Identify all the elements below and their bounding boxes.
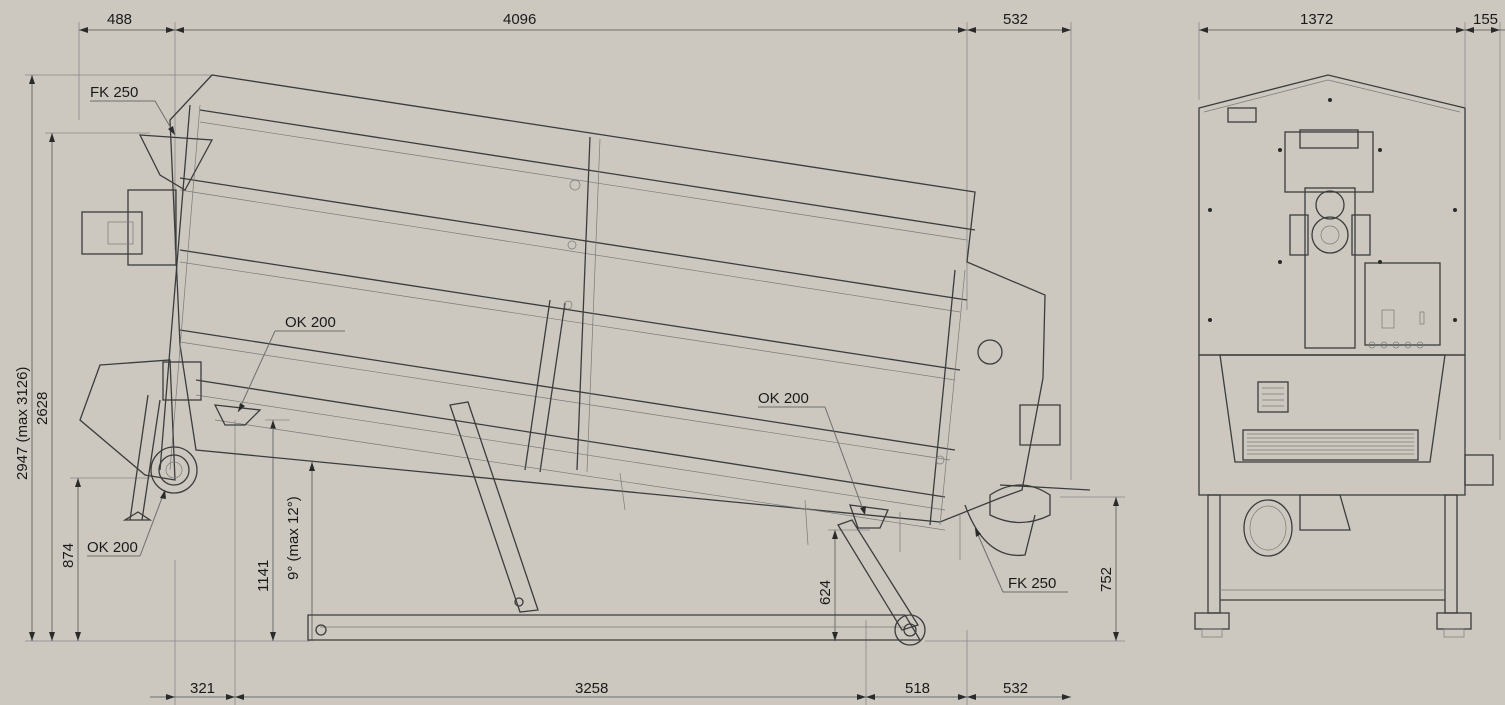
dim-end-1372: 1372 (1300, 11, 1333, 28)
dim-angle: 9° (max 12°) (285, 496, 302, 580)
dim-top-488: 488 (107, 11, 132, 28)
dim-top-4096: 4096 (503, 11, 536, 28)
left-dimension-chain: 2947 (max 3126) 2628 874 (14, 74, 310, 642)
label-ok200-right: OK 200 (758, 390, 809, 407)
dim-right-752: 752 (1098, 567, 1115, 592)
dim-overall-height: 2947 (max 3126) (14, 367, 31, 480)
dim-inner-height: 2628 (34, 392, 51, 425)
side-view-machine (79, 74, 1091, 646)
dim-end-155: 155 (1473, 11, 1498, 28)
dim-bottom-321: 321 (190, 680, 215, 697)
dim-leg-624: 624 (817, 580, 834, 605)
label-fk250-right: FK 250 (1008, 575, 1056, 592)
dim-bottom-532: 532 (1003, 680, 1028, 697)
label-ok200-mid: OK 200 (285, 314, 336, 331)
vent-grille (1247, 433, 1414, 455)
dim-low-height: 874 (60, 543, 77, 568)
dim-height-1141: 1141 (255, 560, 272, 592)
label-ok200-left: OK 200 (87, 539, 138, 556)
label-fk250-top: FK 250 (90, 84, 138, 101)
bottom-dimension-chain: 321 3258 518 532 (150, 420, 1071, 705)
inner-dimensions: 1141 9° (max 12°) 624 752 (255, 419, 1125, 642)
dim-bottom-3258: 3258 (575, 680, 608, 697)
end-view-machine (1194, 74, 1494, 638)
dim-bottom-518: 518 (905, 680, 930, 697)
top-dimension-chain: 488 4096 532 (78, 11, 1072, 480)
dim-top-532: 532 (1003, 11, 1028, 28)
callout-labels: FK 250 OK 200 OK 200 OK 200 FK 250 (87, 84, 1068, 593)
